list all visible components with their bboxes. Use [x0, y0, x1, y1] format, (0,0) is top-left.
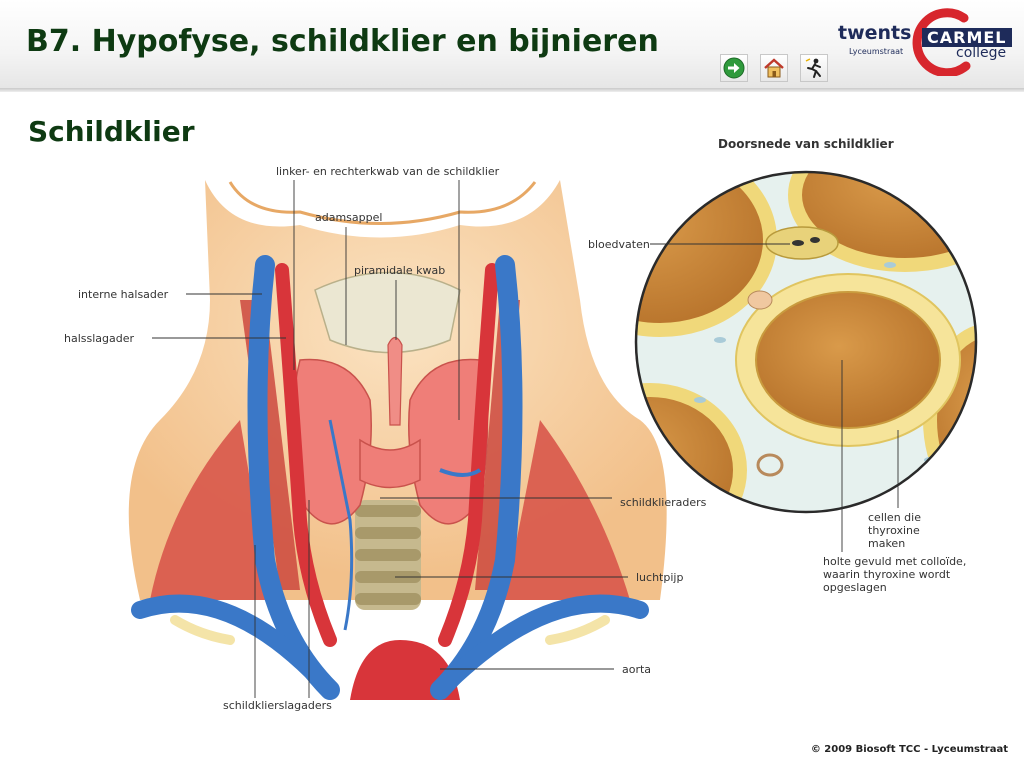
label-luchtpijp: luchtpijp: [636, 571, 683, 584]
footer-copyright: © 2009 Biosoft TCC - Lyceumstraat: [810, 744, 1008, 755]
header-bar: [0, 0, 1024, 88]
home-button[interactable]: [760, 54, 788, 82]
header-divider: [0, 88, 1024, 92]
school-logo: twents Lyceumstraat CARMEL college: [836, 8, 1016, 76]
label-holte-2: waarin thyroxine wordt: [823, 568, 951, 581]
label-adamsappel: adamsappel: [315, 211, 382, 224]
label-halsslagader: halsslagader: [64, 332, 135, 345]
logo-carmel-text: CARMEL: [922, 28, 1012, 47]
running-man-icon: [805, 58, 821, 78]
logo-location-text: Lyceumstraat: [849, 47, 904, 56]
label-interne-halsader: interne halsader: [78, 288, 169, 301]
logo-twents-text: twents: [838, 22, 912, 44]
home-icon: [764, 58, 784, 78]
exit-button[interactable]: [800, 54, 828, 82]
label-schildklierslagaders: schildklierslagaders: [223, 699, 332, 712]
slide-title: B7. Hypofyse, schildklier en bijnieren: [26, 24, 659, 59]
next-button[interactable]: [720, 54, 748, 82]
label-piramidale: piramidale kwab: [354, 264, 445, 277]
label-cellen-3: maken: [868, 537, 905, 550]
label-bloedvaten: bloedvaten: [588, 238, 650, 251]
neck-anatomy: [128, 180, 667, 700]
logo-college-text: college: [956, 45, 1007, 61]
label-holte-1: holte gevuld met colloïde,: [823, 555, 966, 568]
arrow-right-icon: [723, 57, 745, 79]
label-schildklieraders: schildklieraders: [620, 496, 707, 509]
thyroid-illustration: linker- en rechterkwab van de schildklie…: [64, 137, 978, 712]
label-cellen-1: cellen die: [868, 511, 921, 524]
label-holte-3: opgeslagen: [823, 581, 887, 594]
label-cellen-2: thyroxine: [868, 524, 920, 537]
carmel-c-logo-icon: [912, 8, 971, 76]
label-lobes: linker- en rechterkwab van de schildklie…: [276, 165, 500, 178]
crosssection-title: Doorsnede van schildklier: [718, 137, 894, 151]
label-aorta: aorta: [622, 663, 651, 676]
section-title: Schildklier: [28, 115, 195, 148]
